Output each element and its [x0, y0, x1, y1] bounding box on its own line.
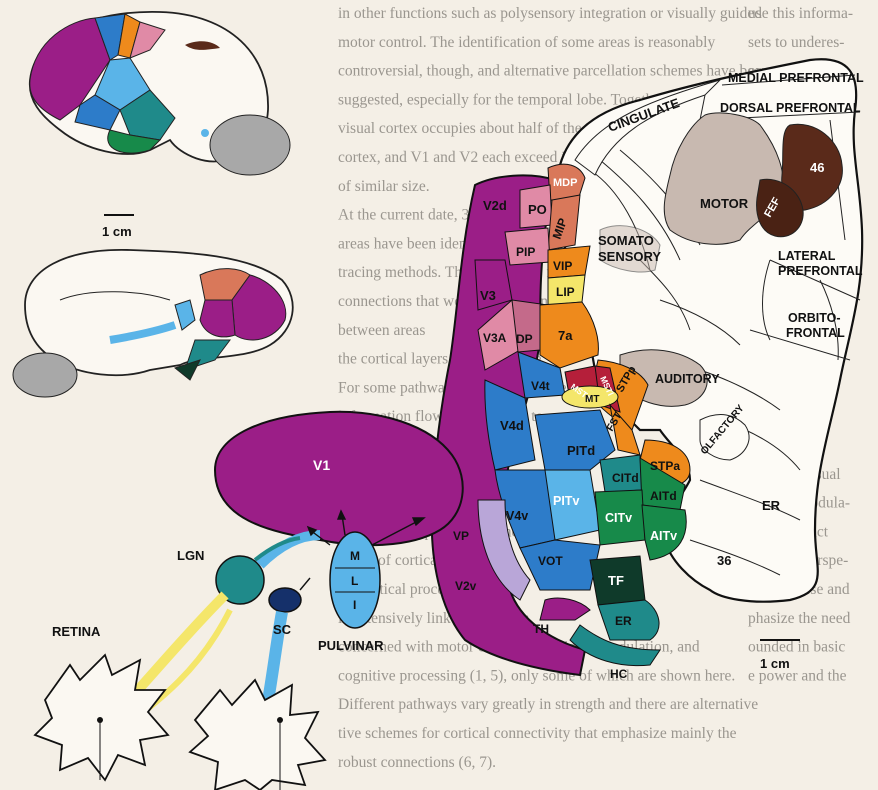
- label-v1: V1: [313, 457, 330, 473]
- label-v4v: V4v: [506, 509, 528, 523]
- background-text-line: between areas: [338, 322, 425, 339]
- label-vot: VOT: [538, 554, 563, 568]
- label-prefrontal: PREFRONTAL: [778, 264, 863, 278]
- label-frontal: FRONTAL: [786, 326, 845, 340]
- lateral-brain-thumbnail: [30, 12, 290, 175]
- label-tf: TF: [608, 573, 624, 588]
- label-pulv-i: I: [353, 598, 356, 612]
- label-er: ER: [615, 614, 632, 628]
- label-pitv: PITv: [553, 494, 579, 508]
- label-vp: VP: [453, 529, 469, 543]
- background-text-line: controversial, though, and alternative p…: [338, 63, 769, 80]
- background-text-line: robust connections (6, 7).: [338, 754, 496, 771]
- label-pulv-l: L: [351, 574, 358, 588]
- label-v4d: V4d: [500, 418, 524, 433]
- background-text-line: of similar size.: [338, 178, 430, 195]
- label-vip: VIP: [553, 259, 572, 273]
- label-area-36: 36: [717, 553, 731, 568]
- label-lip: LIP: [556, 285, 575, 299]
- label-po: PO: [528, 202, 547, 217]
- background-text-line: cognitive processing (1, 5), only some o…: [338, 667, 735, 684]
- label-er-right: ER: [762, 498, 781, 513]
- label-somato: SOMATO: [598, 233, 654, 248]
- label-7a: 7a: [558, 328, 573, 343]
- label-sc: SC: [273, 622, 292, 637]
- label-pip: PIP: [516, 245, 535, 259]
- label-mdp: MDP: [553, 177, 577, 189]
- background-text-line: motor control. The identification of som…: [338, 34, 715, 51]
- label-dp: DP: [516, 332, 533, 346]
- label-citd: CITd: [612, 471, 639, 485]
- background-text-line: suggested, especially for the temporal l…: [338, 91, 666, 108]
- label-v3: V3: [480, 288, 496, 303]
- background-text-line-right: sets to underes-: [748, 34, 844, 51]
- label-dorsal-prefrontal: DORSAL PREFRONTAL: [720, 101, 861, 115]
- label-citv: CITv: [605, 511, 632, 525]
- label-orbito: ORBITO-: [788, 311, 841, 325]
- medial-brain-thumbnail: [13, 250, 293, 397]
- label-v2v: V2v: [455, 579, 477, 593]
- scale-bar-left: 1 cm: [102, 215, 134, 239]
- label-pitd: PITd: [567, 443, 595, 458]
- label-hc: HC: [610, 667, 628, 681]
- label-sensory: SENSORY: [598, 249, 661, 264]
- background-text-line-right: ounded in basic: [748, 639, 845, 656]
- label-v2d: V2d: [483, 198, 507, 213]
- label-aitd: AITd: [650, 489, 677, 503]
- label-lgn: LGN: [177, 548, 204, 563]
- background-text-line: in other functions such as polysensory i…: [338, 5, 762, 22]
- scale-label-left: 1 cm: [102, 224, 132, 239]
- scale-label-right: 1 cm: [760, 656, 790, 671]
- label-area-46: 46: [810, 160, 824, 175]
- label-retina: RETINA: [52, 624, 101, 639]
- label-aitv: AITv: [650, 529, 677, 543]
- label-stpa: STPa: [650, 459, 680, 473]
- label-mt: MT: [585, 394, 599, 405]
- background-text-line-right: use this informa-: [748, 5, 853, 22]
- background-text-line: Different pathways vary greatly in stren…: [338, 696, 758, 713]
- label-th: TH: [533, 622, 549, 636]
- label-v3a: V3A: [483, 331, 507, 345]
- label-medial-prefrontal: MEDIAL PREFRONTAL: [728, 71, 864, 85]
- label-auditory: AUDITORY: [655, 372, 720, 386]
- label-v4t: V4t: [531, 379, 550, 393]
- label-lateral: LATERAL: [778, 249, 836, 263]
- background-text-line-right: phasize the need: [748, 610, 851, 627]
- label-pulvinar: PULVINAR: [318, 638, 384, 653]
- background-text-line: tive schemes for cortical connectivity t…: [338, 725, 737, 742]
- label-pulv-m: M: [350, 549, 360, 563]
- label-motor: MOTOR: [700, 196, 749, 211]
